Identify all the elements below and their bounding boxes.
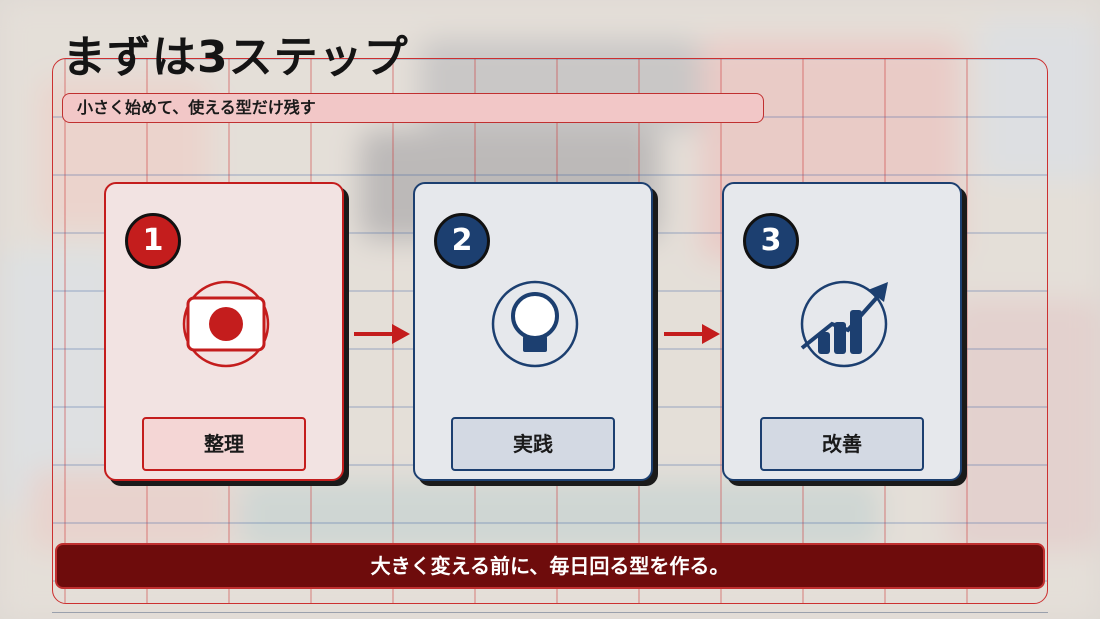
step-label: 整理	[142, 417, 306, 471]
step-label: 改善	[760, 417, 924, 471]
flag-icon	[178, 276, 274, 372]
growth-chart-icon	[796, 276, 892, 372]
step-card-2: 2 実践	[413, 182, 653, 481]
page-subtitle: 小さく始めて、使える型だけ残す	[62, 93, 764, 123]
step-number-badge: 2	[434, 213, 490, 269]
step-card-1: 1 整理	[104, 182, 344, 481]
step-number-badge: 3	[743, 213, 799, 269]
step-card-3: 3 改善	[722, 182, 962, 481]
footer-banner: 大きく変える前に、毎日回る型を作る。	[55, 543, 1045, 589]
arrow-right-icon	[664, 324, 720, 344]
page-title: まずは3ステップ	[62, 32, 409, 83]
arrow-right-icon	[354, 324, 410, 344]
step-number-badge: 1	[125, 213, 181, 269]
step-label: 実践	[451, 417, 615, 471]
lightbulb-icon	[487, 276, 583, 372]
divider	[52, 612, 1048, 613]
